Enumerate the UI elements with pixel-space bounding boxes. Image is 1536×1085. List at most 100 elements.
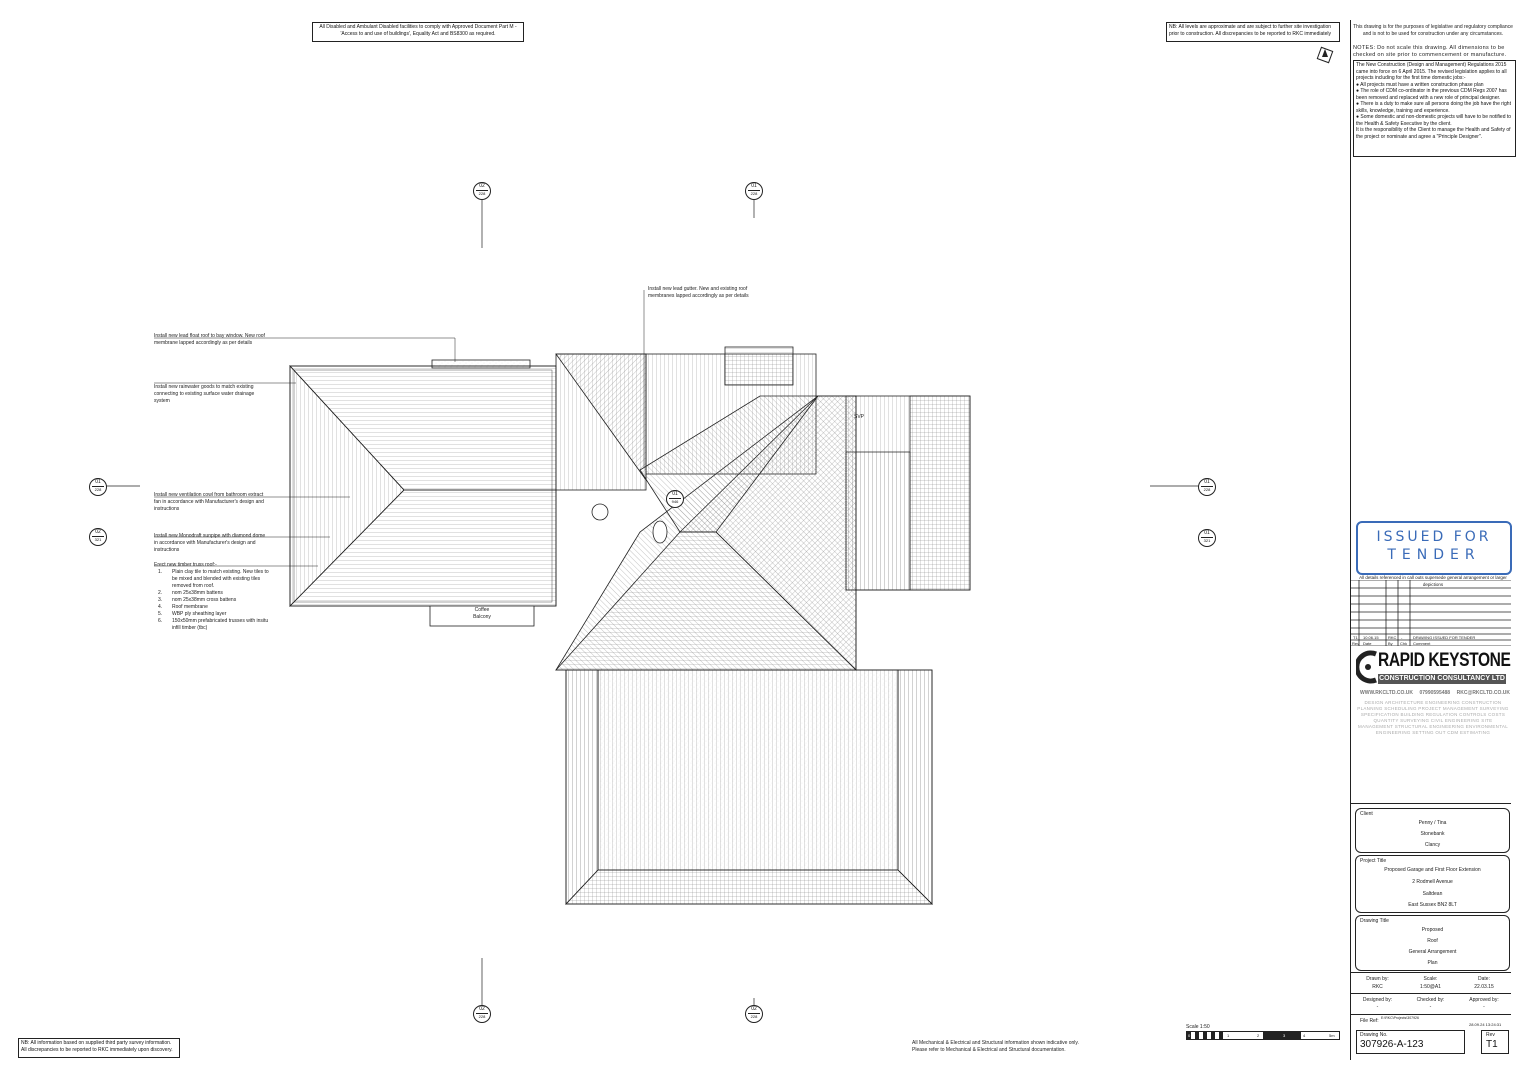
scale-label: Scale:: [1423, 976, 1438, 982]
project-line: East Sussex BN2 8LT: [1408, 902, 1457, 908]
designed-by-value: -: [1376, 1004, 1379, 1010]
scale-tick: 3: [1283, 1033, 1286, 1038]
company-phone: 07990595488: [1419, 690, 1451, 696]
drawing-title-line: Proposed: [1421, 927, 1444, 933]
truss-item: 1.Plain clay tile to match existing. New…: [158, 569, 269, 589]
drawn-by-value: RKC: [1372, 984, 1383, 990]
revision-grid: [1351, 579, 1511, 647]
file-ref-value: E:\RKC\Projects\307926: [1381, 1016, 1419, 1020]
cdm-closing: It is the responsibility of the Client t…: [1356, 127, 1511, 140]
cdm-notes-box: The New Construction (Design and Managem…: [1353, 60, 1516, 157]
client-line: Stonebank: [1420, 831, 1445, 837]
annotation-sunpipe: Install new Monodraft sunpipe with diamo…: [154, 533, 266, 553]
meta-divider: [1351, 993, 1511, 994]
truss-item: 3.nom 25x38mm cross battens: [158, 597, 237, 603]
rev-code: T1: [1353, 635, 1358, 640]
drawing-title-line: Plan: [1427, 960, 1438, 966]
company-website: WWW.RKCLTD.CO.UK: [1360, 690, 1413, 696]
issued-for-tender-stamp: ISSUED FOR TENDER: [1356, 521, 1512, 575]
annotation-gutter: Install new lead gutter. New and existin…: [648, 286, 749, 299]
rev-comment: DRAWING ISSUED FOR TENDER: [1413, 635, 1476, 640]
balcony-label: Coffee Balcony: [473, 607, 491, 620]
rev-header-rev: Rev: [1352, 641, 1360, 646]
truss-item: 4.Roof membrane: [158, 604, 208, 610]
scale-tick: 0: [1188, 1033, 1191, 1038]
drawing-no-label: Drawing No.: [1360, 1032, 1388, 1038]
rev-label: Rev: [1486, 1032, 1495, 1038]
scale-tick: 4: [1303, 1033, 1306, 1038]
rev-chk: -: [1401, 635, 1403, 640]
designed-by-label: Designed by:: [1362, 997, 1393, 1003]
file-ref-row: File Ref: E:\RKC\Projects\307926 28.09.2…: [1351, 1014, 1511, 1029]
scale-tick: 5m: [1329, 1033, 1335, 1038]
drawing-title-box: Drawing Title Proposed Roof General Arra…: [1355, 915, 1510, 971]
project-label: Project Title: [1360, 858, 1387, 864]
annotation-rainwater: Install new rainwater goods to match exi…: [154, 384, 255, 404]
file-ref-label: File Ref:: [1360, 1018, 1379, 1024]
scale-bar-segment: [1263, 1032, 1301, 1039]
header-note-levels: NB: All levels are approximate and are s…: [1166, 22, 1340, 42]
annotation-flat-roof: Install new lead float roof to bay windo…: [154, 333, 265, 346]
rev-header-comment: Comment: [1413, 641, 1431, 646]
client-line: Clancy: [1424, 842, 1441, 848]
checked-by-label: Checked by:: [1416, 997, 1445, 1003]
drawing-number-box: Drawing No. 307926-A-123: [1356, 1030, 1465, 1054]
project-line: Saltdean: [1422, 891, 1443, 897]
meta-grid: Drawn by: RKC Scale: 1:50@A1 Date: 22.03…: [1351, 972, 1511, 1015]
truss-item: 6.150x50mm prefabricated trusses with in…: [158, 618, 269, 631]
company-subtitle: CONSTRUCTION CONSULTANCY LTD: [1378, 674, 1506, 684]
cdm-bullet: ● The role of CDM co-ordinator in the pr…: [1356, 88, 1507, 101]
rev-date: 10.06.15: [1363, 635, 1379, 640]
legal-note: This drawing is for the purposes of legi…: [1353, 24, 1513, 37]
drawing-title-line: General Arrangement: [1408, 949, 1457, 955]
drawing-title-line: Roof: [1427, 938, 1438, 944]
scale-tick: 2: [1257, 1033, 1260, 1038]
cdm-bullet: ● There is a duty to make sure all perso…: [1356, 101, 1511, 114]
scale-bar: 0 1 2 3 4 5m: [1186, 1031, 1340, 1040]
scale-bar-label: Scale 1:50: [1186, 1024, 1210, 1030]
scale-value: 1:50@A1: [1420, 984, 1441, 990]
rev-header-chk: Chk: [1400, 641, 1408, 646]
client-label: Client: [1360, 811, 1373, 817]
cdm-bullet: ● All projects must have a written const…: [1356, 81, 1484, 88]
annotation-truss: Erect new timber truss roof:- 1.Plain cl…: [154, 562, 269, 632]
revision-note: All details referenced in call outs supe…: [1359, 575, 1507, 587]
rev-header-by: By: [1388, 641, 1393, 646]
footer-note-mep: All Mechanical & Electrical and Structur…: [912, 1040, 1079, 1053]
project-line: Proposed Garage and First Floor Extensio…: [1384, 867, 1481, 873]
file-stamp: 28.09.24 13:24:31: [1469, 1022, 1502, 1027]
truss-item: 5.WBP ply sheathing layer: [158, 611, 227, 617]
drawn-by-label: Drawn by:: [1366, 976, 1389, 982]
company-logo: RAPID KEYSTONE CONSTRUCTION CONSULTANCY …: [1356, 650, 1511, 698]
approved-by-value: -: [1483, 1004, 1485, 1010]
scale-bar-fine: [1187, 1032, 1225, 1039]
header-note-access: All Disabled and Ambulant Disabled facil…: [312, 22, 524, 42]
svp-label: SVP: [854, 414, 865, 420]
footer-note-survey: NB: All information based on supplied th…: [18, 1038, 180, 1058]
truss-heading: Erect new timber truss roof:-: [154, 562, 217, 568]
north-arrow-icon: [1316, 46, 1334, 64]
rev-header-date: Date: [1363, 641, 1372, 646]
truss-item: 2.nom 25x38mm battens: [158, 590, 223, 596]
approved-by-label: Approved by:: [1469, 997, 1499, 1003]
date-label: Date:: [1478, 976, 1490, 982]
drawing-no-value: 307926-A-123: [1360, 1039, 1424, 1050]
checked-by-value: -: [1429, 1004, 1432, 1010]
company-services: DESIGN ARCHITECTURE ENGINEERING CONSTRUC…: [1357, 700, 1509, 735]
date-value: 22.03.15: [1474, 984, 1494, 990]
company-email: RKC@RKCLTD.CO.UK: [1456, 690, 1510, 696]
cdm-bullet: ● Some domestic and non-domestic project…: [1356, 114, 1512, 127]
client-line: Penny / Tina: [1418, 820, 1447, 826]
revision-table: T1 10.06.15 RKC - DRAWING ISSUED FOR TEN…: [1351, 579, 1511, 647]
rev-by: RKC: [1388, 635, 1397, 640]
rev-box: Rev T1: [1481, 1030, 1509, 1054]
